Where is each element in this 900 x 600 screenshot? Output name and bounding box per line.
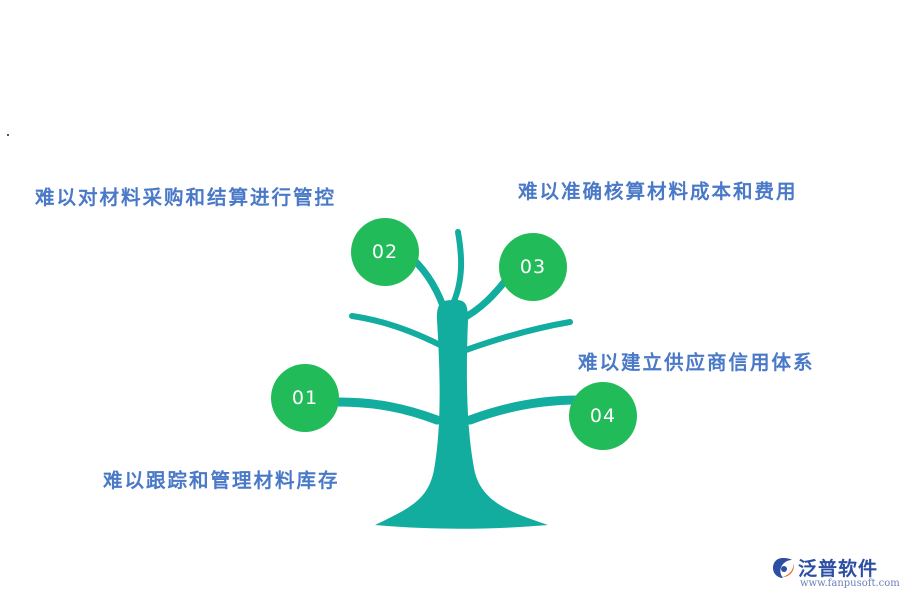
stray-dot <box>7 134 9 136</box>
branch-04 <box>465 395 583 425</box>
label-02: 难以对材料采购和结算进行管控 <box>35 186 337 209</box>
branch-02 <box>408 254 450 319</box>
brand-name: 泛普软件 <box>798 558 879 580</box>
label-03: 难以准确核算材料成本和费用 <box>518 180 798 203</box>
branch-right <box>463 319 573 353</box>
brand-url: www.fanpusoft.com <box>800 578 900 589</box>
label-01: 难以跟踪和管理材料库存 <box>103 469 340 492</box>
node-circle-01: 01 <box>271 364 339 432</box>
branch-center <box>449 229 465 309</box>
branch-01 <box>333 397 442 425</box>
node-circle-04: 04 <box>569 382 637 450</box>
node-circle-03: 03 <box>499 233 567 301</box>
tree-trunk <box>375 300 548 529</box>
label-04: 难以建立供应商信用体系 <box>578 351 815 374</box>
brand-watermark: 泛普软件 www.fanpusoft.com <box>770 555 900 595</box>
branch-left <box>349 313 443 348</box>
node-circle-02: 02 <box>351 218 419 286</box>
fanpu-logo-icon <box>773 558 794 578</box>
